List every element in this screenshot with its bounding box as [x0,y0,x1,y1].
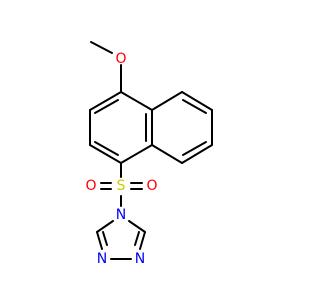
atom-sulfonyl-oxygen-right: O [146,178,157,194]
bond-n4-c5 [128,220,146,233]
atom-methoxy-oxygen: O [115,51,126,67]
bond-n2-c3 [96,231,103,250]
bond-c8-c7 [181,91,213,111]
atom-triazole-n2: N [97,251,107,267]
bonds [89,41,213,260]
bond-c6-c5-inner [182,141,207,156]
atom-labels: O O S O N N N [85,51,157,267]
bond-n2-c3-inner [102,231,108,246]
bond-c3-c4 [89,144,122,164]
bond-c3-c4-inner [94,141,119,156]
bond-methyl-o [90,41,113,54]
bond-c4-c10 [120,144,153,164]
bond-c5-c10 [151,144,183,164]
bond-c6-c5 [181,144,213,164]
atom-sulfur: S [117,178,126,194]
bond-c3-n4 [96,220,114,233]
bond-c9-c1 [120,91,153,111]
atom-triazole-n1: N [135,251,145,267]
molecule-structure: O O S O N N N [85,41,213,267]
bond-c8-c7-inner [182,99,207,114]
bond-c9-c8 [151,91,183,111]
bond-c1-c2-inner [94,99,119,114]
atom-sulfonyl-oxygen-left: O [85,178,96,194]
bond-c5-n1 [139,231,146,250]
bond-c5-n1-inner [134,231,140,246]
bond-c1-c2 [89,91,122,111]
atom-triazole-n4: N [116,207,126,223]
